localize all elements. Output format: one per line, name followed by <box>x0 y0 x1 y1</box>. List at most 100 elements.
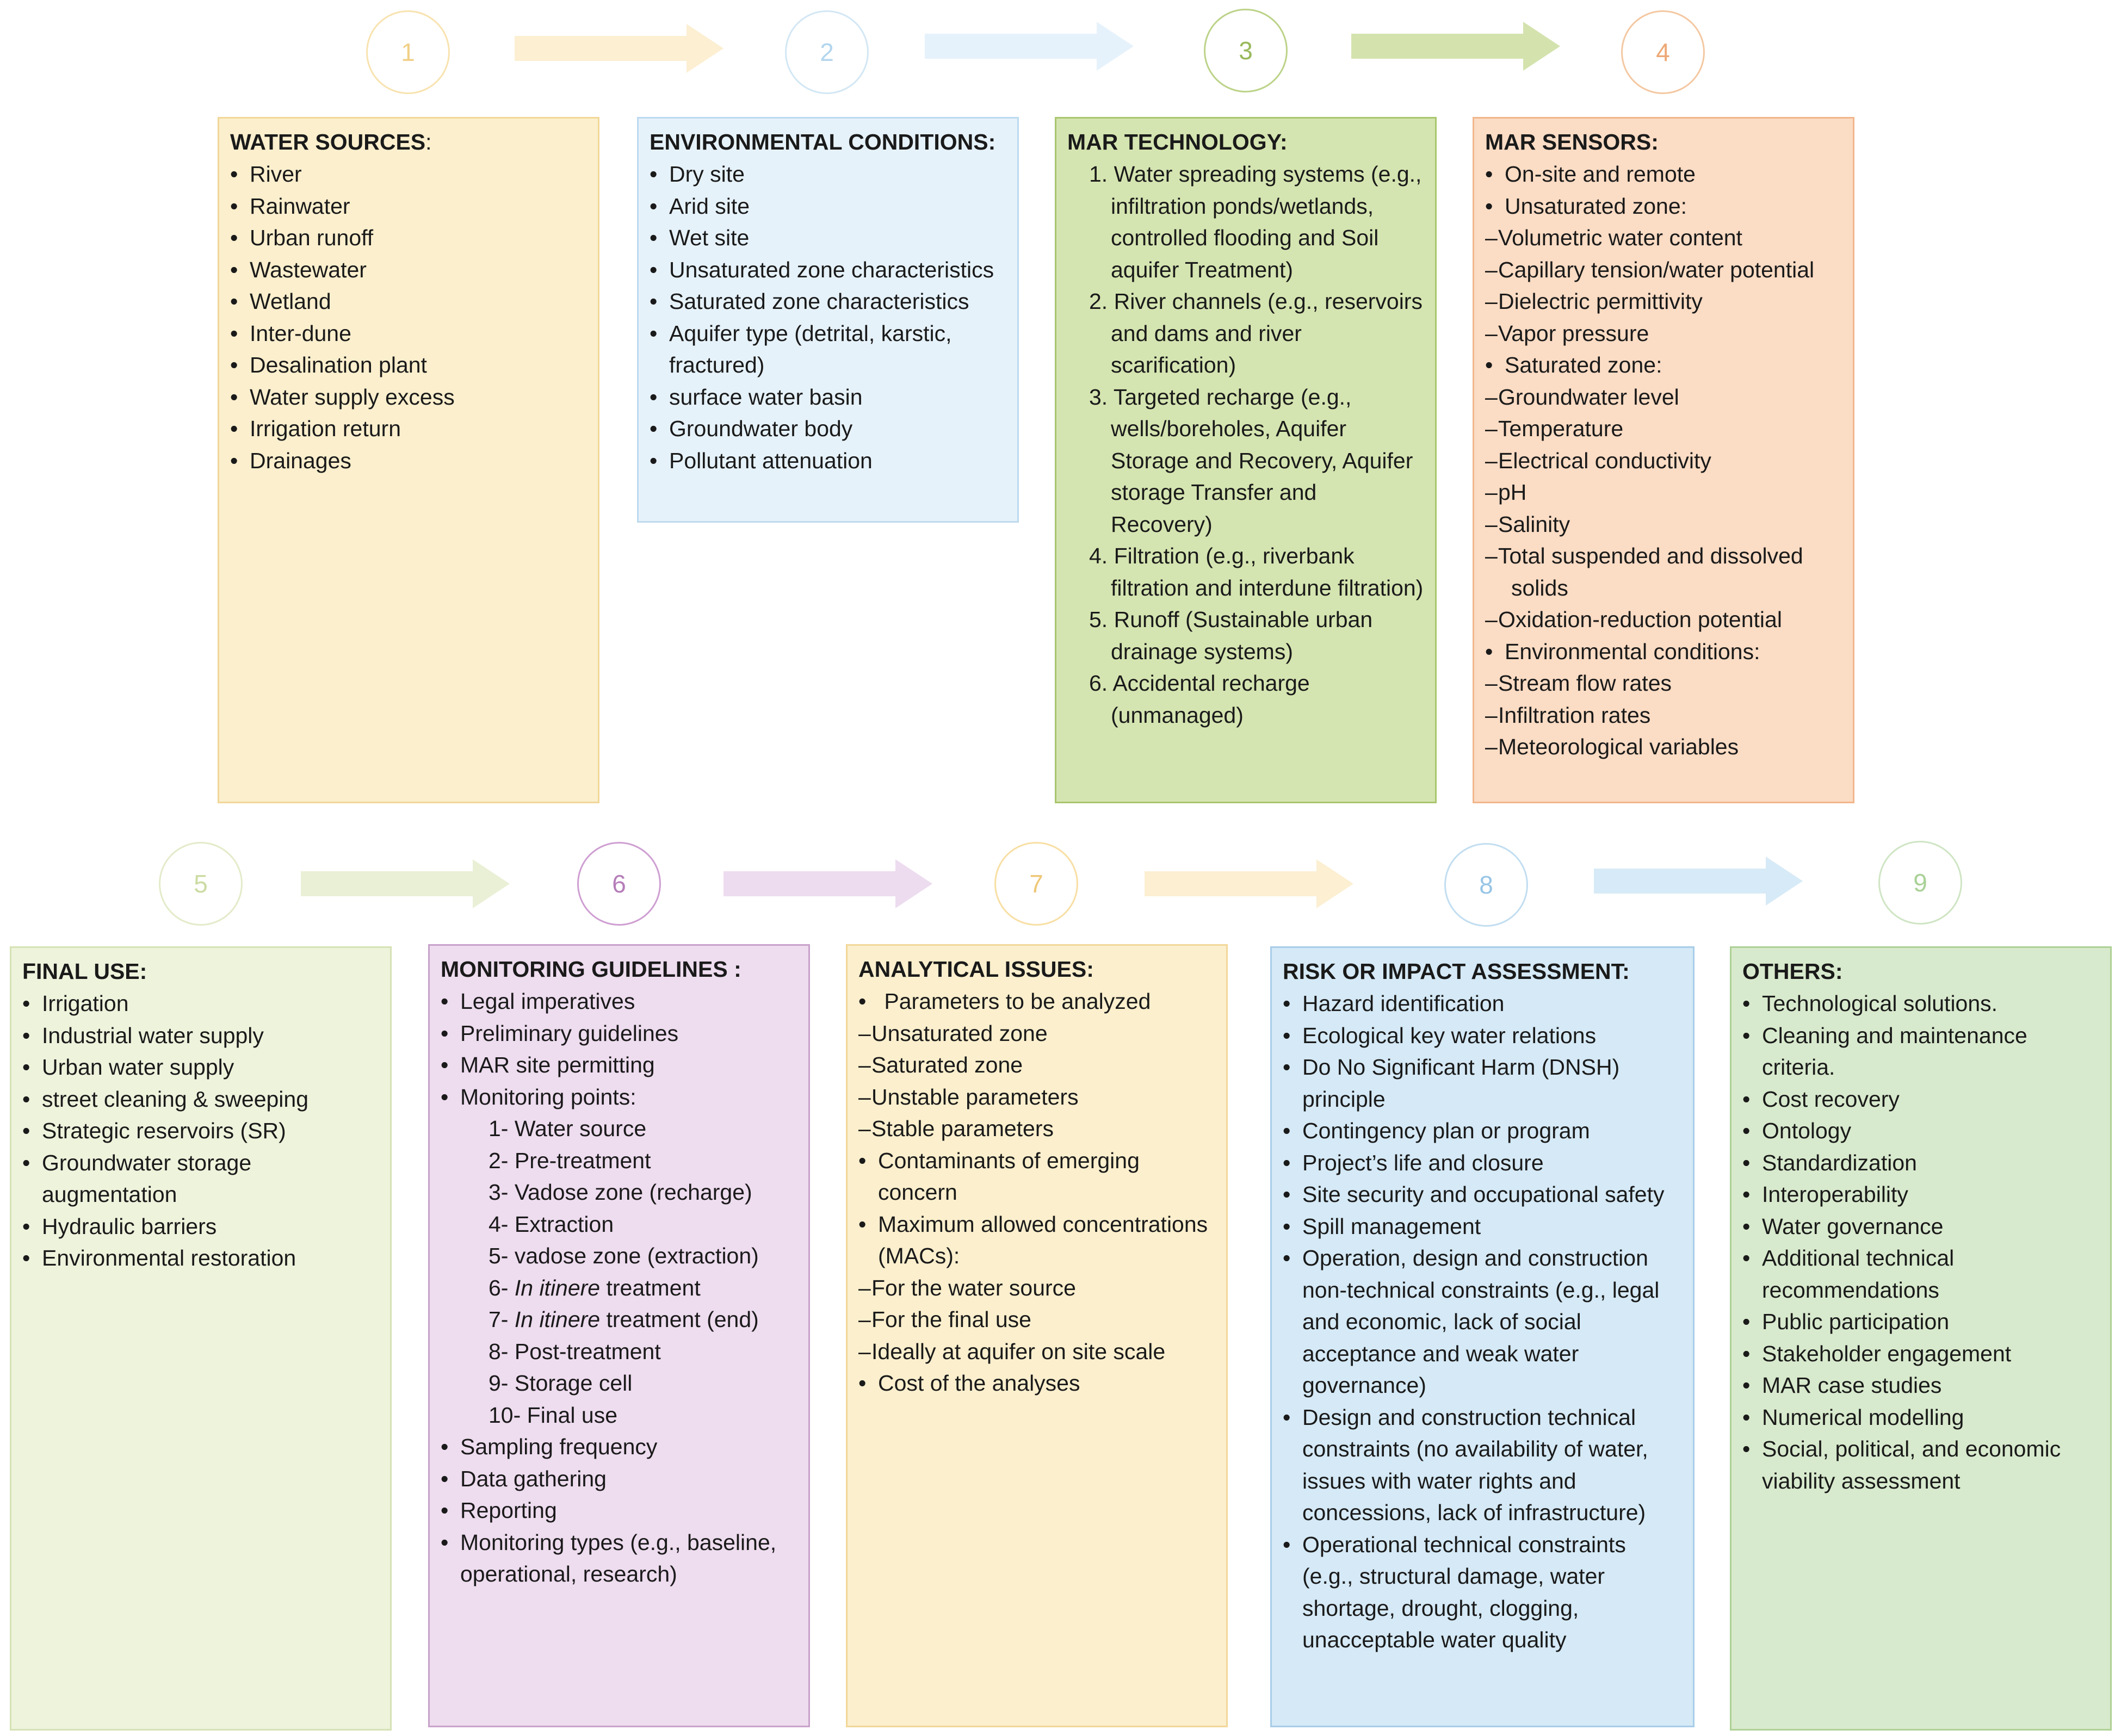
sub-list-item: Unsaturated zone <box>858 1018 1215 1050</box>
item-text: Wetland <box>250 289 331 314</box>
list-item: Desalination plant <box>230 349 587 381</box>
list-item: 1. Water spreading systems (e.g., infilt… <box>1067 158 1424 286</box>
item-text: pH <box>1498 480 1527 505</box>
sub-list-item: Capillary tension/water potential <box>1485 254 1842 286</box>
others-box: OTHERS: Technological solutions. Cleaning… <box>1730 946 2112 1731</box>
item-text: Industrial water supply <box>42 1022 264 1048</box>
sub-list-item: 2- Pre-treatment <box>441 1145 797 1177</box>
item-text: Capillary tension/water potential <box>1498 257 1815 282</box>
item-text: Reporting <box>460 1498 557 1523</box>
item-text: Aquifer type (detrital, karstic, fractur… <box>669 320 952 378</box>
arrow-2-to-3 <box>925 22 1134 71</box>
sub-list-item: Stream flow rates <box>1485 667 1842 699</box>
list-item: Saturated zone characteristics <box>650 286 1006 318</box>
item-text: 5. Runoff (Sustainable urban drainage sy… <box>1089 607 1373 664</box>
arrow-7-to-8 <box>1145 859 1353 908</box>
list-item: Pollutant attenuation <box>650 445 1006 477</box>
sub-list-item: Unstable parameters <box>858 1081 1215 1113</box>
list-item: Aquifer type (detrital, karstic, fractur… <box>650 318 1006 381</box>
item-text: For the water source <box>871 1275 1076 1300</box>
list-item: Drainages <box>230 445 587 477</box>
list-item: Rainwater <box>230 190 587 222</box>
item-text: Rainwater <box>250 193 350 219</box>
item-text: Unsaturated zone characteristics <box>669 257 994 282</box>
item-text: Groundwater body <box>669 416 853 441</box>
item-text: Electrical conductivity <box>1498 448 1711 473</box>
list-item: Numerical modelling <box>1742 1402 2099 1434</box>
item-text: Strategic reservoirs (SR) <box>42 1118 286 1143</box>
item-text: 3. Targeted recharge (e.g., wells/boreho… <box>1089 384 1413 537</box>
list-item: Cleaning and maintenance criteria. <box>1742 1020 2099 1083</box>
item-text: Ideally at aquifer on site scale <box>871 1338 1166 1364</box>
list-item: Urban runoff <box>230 222 587 254</box>
item-text: Maximum allowed concentrations (MACs): <box>878 1211 1208 1269</box>
item-list: Dry siteArid siteWet siteUnsaturated zon… <box>650 158 1006 476</box>
arrow-6-to-7 <box>723 859 932 908</box>
item-text: 5- vadose zone (extraction) <box>488 1243 759 1268</box>
step-9-circle: 9 <box>1878 841 1962 925</box>
list-item: Contingency plan or program <box>1283 1115 1682 1147</box>
item-text: Technological solutions. <box>1762 991 1998 1016</box>
final-use-title: FINAL USE: <box>22 959 147 984</box>
item-text: Unsaturated zone <box>871 1020 1048 1046</box>
step-1-circle: 1 <box>366 10 450 94</box>
sub-list-item: Ideally at aquifer on site scale <box>858 1336 1215 1368</box>
item-list: On-site and remoteUnsaturated zone: Volum… <box>1485 158 1842 763</box>
item-text: Irrigation return <box>250 416 401 441</box>
item-emphasis: In itinere <box>514 1307 601 1332</box>
item-text: Drainages <box>250 448 351 473</box>
item-text: 8- Post-treatment <box>488 1338 661 1364</box>
item-text: Wet site <box>669 225 750 250</box>
sub-list-item: Infiltration rates <box>1485 699 1842 731</box>
list-item: On-site and remote <box>1485 158 1842 190</box>
list-item: Maximum allowed concentrations (MACs): <box>858 1208 1215 1272</box>
item-text: Sampling frequency <box>460 1434 658 1459</box>
item-text: 6. Accidental recharge (unmanaged) <box>1089 671 1310 728</box>
item-text: Parameters to be analyzed <box>878 989 1151 1014</box>
item-text: Unsaturated zone: <box>1505 193 1687 219</box>
step-6-circle: 6 <box>577 842 661 926</box>
list-item: Irrigation <box>22 988 379 1020</box>
list-item: Stakeholder engagement <box>1742 1338 2099 1370</box>
analytical-issues-box: ANALYTICAL ISSUES: Parameters to be anal… <box>846 944 1228 1727</box>
list-item: Design and construction technical constr… <box>1283 1402 1682 1529</box>
analytical-issues-title: ANALYTICAL ISSUES: <box>858 957 1094 982</box>
item-text: Ontology <box>1762 1118 1852 1143</box>
item-text: 9- Storage cell <box>488 1371 633 1396</box>
final-use-box: FINAL USE: IrrigationIndustrial water su… <box>10 946 392 1731</box>
list-item: Dry site <box>650 158 1006 190</box>
list-item: Contaminants of emerging concern <box>858 1145 1215 1208</box>
arrow-8-to-9 <box>1594 857 1803 906</box>
step-3-circle: 3 <box>1204 9 1288 92</box>
risk-impact-assessment-box: RISK OR IMPACT ASSESSMENT: Hazard identi… <box>1270 946 1695 1727</box>
item-text: Preliminary guidelines <box>460 1020 679 1046</box>
others-title: OTHERS: <box>1742 959 1843 984</box>
item-text: 4- Extraction <box>488 1211 614 1237</box>
item-text: Dry site <box>669 162 745 187</box>
list-item: Data gathering <box>441 1463 797 1495</box>
sub-list-item: 4- Extraction <box>441 1208 797 1241</box>
item-list: Parameters to be analyzedUnsaturated zon… <box>858 985 1215 1399</box>
list-item: Unsaturated zone: <box>1485 190 1842 222</box>
item-text: Water governance <box>1762 1213 1944 1239</box>
item-text: Vapor pressure <box>1498 320 1649 346</box>
item-text: Unstable parameters <box>871 1084 1079 1109</box>
sub-list-item: For the water source <box>858 1272 1215 1304</box>
item-text: 10- Final use <box>488 1402 618 1428</box>
list-item: MAR site permitting <box>441 1049 797 1081</box>
item-text: Contingency plan or program <box>1302 1118 1590 1143</box>
step-4-circle: 4 <box>1621 10 1705 94</box>
item-text: Saturated zone: <box>1505 352 1662 377</box>
sub-list-item: Salinity <box>1485 509 1842 541</box>
sub-list-item: 1- Water source <box>441 1113 797 1145</box>
sub-list-item: 9- Storage cell <box>441 1367 797 1399</box>
item-text: Total suspended and dissolved solids <box>1498 543 1803 600</box>
item-text: Hazard identification <box>1302 991 1505 1016</box>
item-text: MAR site permitting <box>460 1052 655 1077</box>
item-text: Design and construction technical constr… <box>1302 1404 1648 1526</box>
sub-list-item: 7- In itinere treatment (end) <box>441 1304 797 1336</box>
sub-list-item: Total suspended and dissolved solids <box>1485 540 1842 604</box>
sub-list-item: Volumetric water content <box>1485 222 1842 254</box>
item-list: Hazard identificationEcological key wate… <box>1283 988 1682 1656</box>
item-text: surface water basin <box>669 384 863 410</box>
